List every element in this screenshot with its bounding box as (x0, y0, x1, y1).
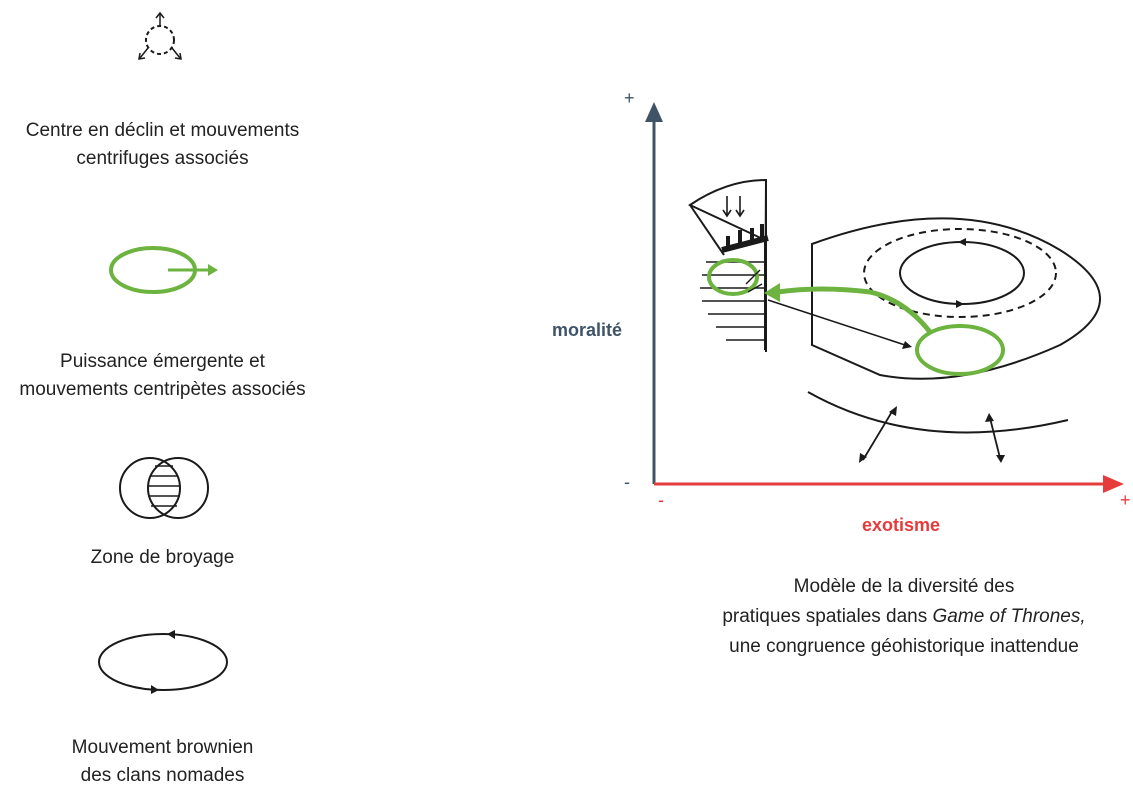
y-axis-arrowhead (645, 102, 663, 122)
diagram-caption: Modèle de la diversité des pratiques spa… (674, 572, 1133, 662)
y-axis-plus: + (624, 88, 635, 108)
caption-line-1: Modèle de la diversité des (793, 576, 1015, 597)
y-axis-minus: - (624, 472, 630, 492)
legend-crushing-zone-label: Zone de broyage (90, 547, 235, 568)
north-sector (687, 178, 768, 351)
x-axis-minus: - (658, 490, 664, 510)
x-axis-label: exotisme (862, 515, 941, 535)
legend-emerging-power-label: Puissance émergente et mouvements centri… (19, 351, 306, 400)
caption-line-3: une congruence géohistorique inattendue (729, 636, 1079, 657)
caption-line-2: pratiques spatiales dans Game of Thrones… (722, 606, 1086, 627)
dashed-ellipse (863, 228, 1057, 318)
legend-brownian-movement-label: Mouvement brownien des clans nomades (71, 737, 254, 786)
x-axis-plus: + (1120, 490, 1131, 510)
inner-ellipse (899, 241, 1025, 305)
green-west-ellipse (707, 258, 759, 296)
legend-declining-centre-label: Centre en déclin et mouvements centrifug… (25, 120, 300, 169)
green-centripetal-arrow (777, 286, 932, 334)
y-axis-label: moralité (552, 320, 623, 340)
brownian-movement-icon (98, 630, 228, 694)
nomad-arc (807, 391, 1069, 434)
green-east-ellipse (915, 324, 1005, 376)
x-axis-arrowhead (1103, 475, 1124, 493)
emerging-power-icon (109, 246, 218, 294)
outer-ring (811, 217, 1101, 380)
crushing-zone-icon (119, 457, 209, 519)
declining-centre-icon (138, 11, 182, 60)
